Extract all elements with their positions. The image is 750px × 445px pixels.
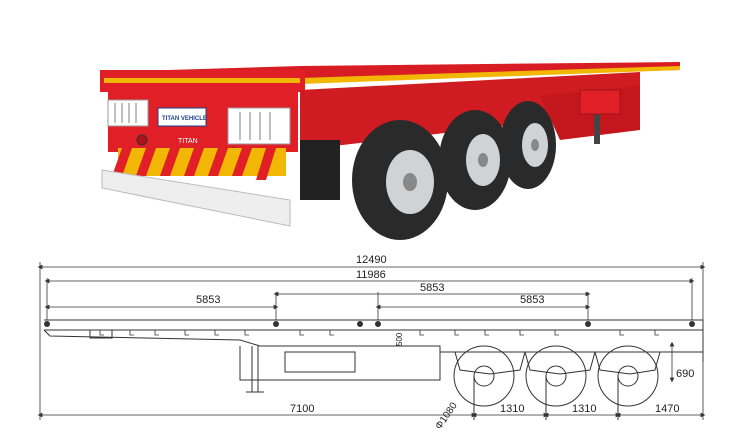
drawing-wheels — [453, 345, 659, 420]
rear-lamp-left — [136, 134, 148, 146]
dim-axle-spacing-2: 1310 — [572, 403, 596, 415]
dim-twistlock-top: 5853 — [420, 282, 444, 294]
trailer-outline — [43, 319, 704, 393]
side-box — [579, 89, 621, 115]
wheel-3 — [500, 101, 556, 189]
dim-wheel-diameter: Φ1080 — [433, 400, 460, 431]
hazard-bar — [112, 148, 286, 180]
dim-height-mark: 500 — [395, 332, 404, 346]
dim-twistlock-rear: 5853 — [520, 294, 544, 306]
brand-plate-text: TITAN VEHICLE — [162, 116, 207, 122]
dim-overall-length: 12490 — [356, 254, 387, 266]
dim-twistlock-front: 5853 — [196, 294, 220, 306]
rear-bumper — [101, 169, 291, 227]
deck-hooks — [99, 330, 659, 336]
dim-kingpin-to-axle: 7100 — [290, 403, 314, 415]
trailer-photo: TITAN VEHICLE TITAN — [100, 62, 680, 240]
wheel-1 — [352, 120, 448, 240]
dim-axle-spacing-1: 1310 — [500, 403, 524, 415]
twistlocks — [44, 321, 695, 327]
dim-lines — [37, 264, 706, 418]
rear-light-bars — [114, 103, 271, 140]
deck-side-stripe — [300, 66, 680, 84]
dim-rear-overhang: 1470 — [655, 403, 679, 415]
landing-leg — [594, 110, 600, 144]
rear-marking: TITAN — [178, 138, 198, 145]
technical-drawing: 12490 11986 5853 5853 5853 500 Φ1080 710… — [37, 254, 706, 432]
mudguard — [300, 140, 340, 200]
wheel-2 — [439, 110, 511, 210]
brand-plate — [157, 107, 207, 127]
rear-reflective-stripe — [104, 78, 300, 83]
dim-deck-length: 11986 — [356, 269, 386, 281]
dim-rear-height: 690 — [676, 368, 694, 380]
